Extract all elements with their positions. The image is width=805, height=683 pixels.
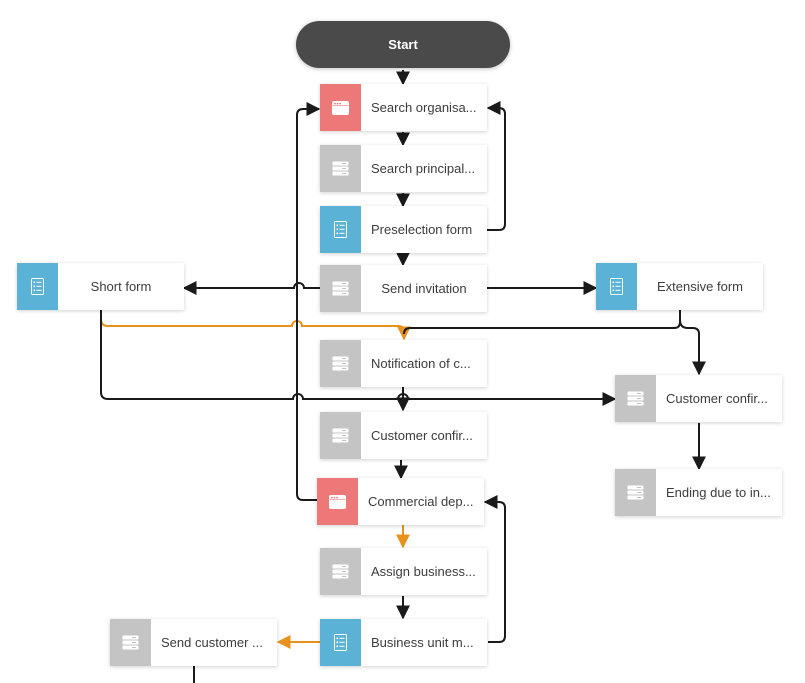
node-label: Preselection form	[371, 222, 473, 237]
node-commercial-department[interactable]: Commercial dep...	[317, 478, 484, 525]
node-label: Search principal...	[371, 161, 476, 176]
form-list-icon	[17, 263, 58, 310]
server-icon	[320, 548, 361, 595]
start-label: Start	[388, 37, 418, 52]
node-notification[interactable]: Notification of c...	[320, 340, 487, 387]
server-icon	[615, 375, 656, 422]
server-icon	[320, 340, 361, 387]
connector-send-invitation-to-short-form	[182, 281, 320, 295]
server-icon	[320, 412, 361, 459]
node-label: Commercial dep...	[368, 494, 474, 509]
connector-preselection-loop	[486, 101, 506, 231]
connector-short-form-to-notification	[100, 310, 411, 341]
node-preselection-form[interactable]: Preselection form	[320, 206, 487, 253]
node-label: Customer confir...	[371, 428, 473, 443]
node-label: Customer confir...	[666, 391, 768, 406]
server-icon	[320, 265, 361, 312]
node-search-principal[interactable]: Search principal...	[320, 145, 487, 192]
node-short-form[interactable]: Short form	[17, 263, 184, 310]
connector-business-unit-to-commercial	[483, 495, 506, 643]
node-label: Send invitation	[381, 281, 467, 296]
node-business-unit[interactable]: Business unit m...	[320, 619, 487, 666]
server-icon	[615, 469, 656, 516]
browser-window-icon	[317, 478, 358, 525]
node-send-customer[interactable]: Send customer ...	[110, 619, 277, 666]
start-node[interactable]: Start	[296, 21, 510, 68]
connector-extensive-form-to-notification	[403, 310, 681, 335]
node-label: Business unit m...	[371, 635, 474, 650]
form-list-icon	[596, 263, 637, 310]
node-assign-business[interactable]: Assign business...	[320, 548, 487, 595]
node-label: Short form	[90, 279, 152, 294]
node-label: Notification of c...	[371, 356, 471, 371]
node-send-invitation[interactable]: Send invitation	[320, 265, 487, 312]
connector-commercial-to-search-organisation	[296, 102, 321, 501]
node-label: Ending due to in...	[666, 485, 771, 500]
server-icon	[320, 145, 361, 192]
server-icon	[110, 619, 151, 666]
node-customer-confirm-center[interactable]: Customer confir...	[320, 412, 487, 459]
node-search-organisation[interactable]: Search organisa...	[320, 84, 487, 131]
connector-extensive-form-to-customer-confirm	[679, 319, 706, 376]
node-extensive-form[interactable]: Extensive form	[596, 263, 763, 310]
node-label: Send customer ...	[161, 635, 263, 650]
browser-window-icon	[320, 84, 361, 131]
node-label: Search organisa...	[371, 100, 477, 115]
node-customer-confirm-right[interactable]: Customer confir...	[615, 375, 782, 422]
node-label: Assign business...	[371, 564, 476, 579]
node-label: Extensive form	[657, 279, 743, 294]
node-ending[interactable]: Ending due to in...	[615, 469, 782, 516]
form-list-icon	[320, 206, 361, 253]
form-list-icon	[320, 619, 361, 666]
